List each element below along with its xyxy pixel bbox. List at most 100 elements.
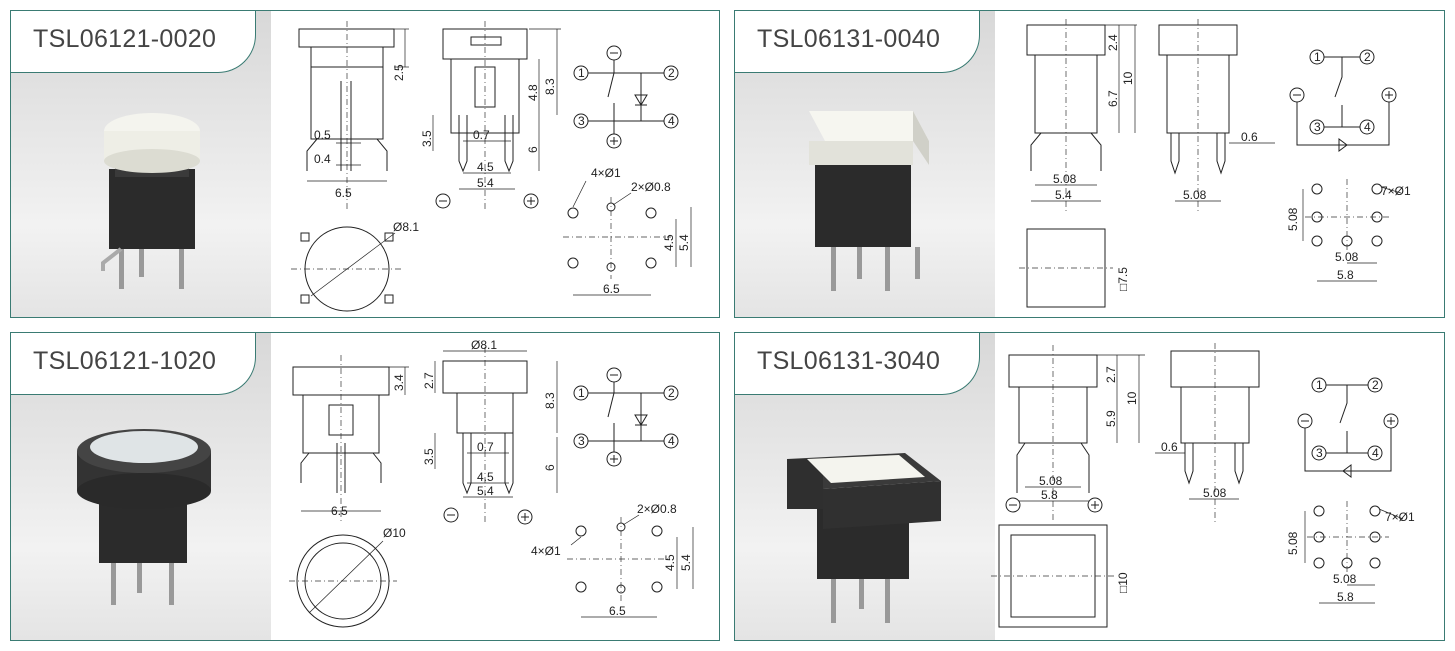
- part-number: TSL06121-0020: [33, 25, 217, 53]
- dim-pcb-h1: 5.08: [1333, 572, 1357, 586]
- dim-side-pitch: 5.08: [1203, 486, 1227, 500]
- dim-holes-a: 4×Ø1: [591, 166, 621, 180]
- pin-1-label: 1: [1316, 378, 1323, 392]
- pin-1-label: 1: [578, 386, 585, 400]
- dim-pitch-a: 5.08: [1053, 172, 1077, 186]
- pin-3-label: 3: [578, 434, 585, 448]
- pin-4-label: 4: [668, 434, 675, 448]
- circuit-schematic: 1 2 3 4: [573, 45, 679, 149]
- dim-pcb-w: 6.5: [609, 604, 626, 618]
- part-number: TSL06121-1020: [33, 347, 217, 375]
- panel-tsl06121-0020: TSL06121-0020 2.5 0.5 0.4 6.5 Ø8.1: [10, 10, 720, 318]
- dim-holes-b: 2×Ø0.8: [631, 180, 671, 194]
- switch-illustration: [809, 111, 929, 291]
- dim-ring-h: 2.7: [422, 372, 436, 389]
- pcb-layout: 7×Ø1 5.08 5.08 5.8: [1286, 501, 1415, 604]
- panel-tsl06131-0040: TSL06131-0040 2.4 10 6.7 5.08 5.4 0.6 5.…: [734, 10, 1445, 318]
- dim-pitch-b: 5.8: [1041, 488, 1058, 502]
- dim-cap-d-top: Ø8.1: [471, 338, 497, 352]
- technical-drawing: 2.4 10 6.7 5.08 5.4 0.6 5.08 □7.5 1 2 3 …: [1019, 19, 1411, 308]
- pin-1-label: 1: [1314, 50, 1321, 64]
- pcb-layout: 7×Ø1 5.08 5.08 5.8: [1286, 179, 1411, 282]
- dim-pin-t: 0.7: [473, 128, 490, 142]
- dim-pin-len: 6: [543, 464, 557, 471]
- dim-pcb-w: 6.5: [603, 282, 620, 296]
- dim-pitch-b: 5.4: [477, 484, 494, 498]
- dim-left-h: 3.5: [422, 448, 436, 465]
- switch-illustration: [77, 429, 211, 605]
- technical-drawing: 3.4 6.5 Ø10 Ø8.1 2.7 8.3 3.5 0.7 6 4.5 5…: [289, 338, 694, 628]
- pin-3-label: 3: [1314, 120, 1321, 134]
- dim-total-h: 10: [1125, 391, 1139, 405]
- switch-illustration: [101, 113, 200, 289]
- dim-cap-sq: □10: [1116, 572, 1130, 593]
- dim-left-h: 3.5: [420, 130, 434, 147]
- dim-holes: 7×Ø1: [1381, 184, 1411, 198]
- title-tab: TSL06121-1020: [11, 333, 256, 395]
- dim-cap-h: 2.4: [1106, 34, 1120, 51]
- dim-pin-t: 0.6: [1161, 440, 1178, 454]
- title-tab: TSL06131-0040: [735, 11, 980, 73]
- dim-pcb-h2: 5.4: [677, 234, 691, 251]
- pin-4-label: 4: [1364, 120, 1371, 134]
- dim-total-h: 8.3: [543, 392, 557, 409]
- dim-body-w: 6.5: [335, 186, 352, 200]
- dim-pcb-v: 5.08: [1286, 207, 1300, 231]
- pin-4-label: 4: [668, 114, 675, 128]
- dim-cap-sq: □7.5: [1116, 267, 1130, 291]
- dim-body-h: 6.7: [1106, 90, 1120, 107]
- pin-2-label: 2: [668, 386, 675, 400]
- dim-pitch-a: 4.5: [477, 160, 494, 174]
- panel-tsl06121-1020: TSL06121-1020 3.4 6.5 Ø10 Ø8.1 2.7 8.3 3…: [10, 332, 720, 641]
- pin-2-label: 2: [668, 66, 675, 80]
- dim-pcb-v: 5.08: [1286, 531, 1300, 555]
- pcb-layout: 4×Ø1 2×Ø0.8 4.5 5.4 6.5: [531, 502, 694, 618]
- dim-pitch-b: 5.4: [1055, 188, 1072, 202]
- pin-3-label: 3: [578, 114, 585, 128]
- title-tab: TSL06121-0020: [11, 11, 256, 73]
- switch-illustration: [787, 453, 941, 623]
- part-number: TSL06131-0040: [757, 25, 941, 53]
- title-tab: TSL06131-3040: [735, 333, 980, 395]
- pin-1-label: 1: [578, 66, 585, 80]
- dim-body-w: 6.5: [331, 504, 348, 518]
- dim-pcb-h2: 5.8: [1337, 590, 1354, 604]
- dim-body-h: 5.9: [1104, 410, 1118, 427]
- pin-4-label: 4: [1372, 446, 1379, 460]
- dim-holes-b: 2×Ø0.8: [637, 502, 677, 516]
- circuit-schematic: 1 2 3 4: [1297, 377, 1399, 478]
- part-number: TSL06131-3040: [757, 347, 941, 375]
- dim-pin-t: 0.6: [1241, 130, 1258, 144]
- dim-total-h: 8.3: [543, 78, 557, 95]
- dim-pcb-h2: 5.4: [679, 554, 693, 571]
- dim-pin-t: 0.7: [477, 440, 494, 454]
- dim-cap-d: Ø8.1: [393, 220, 419, 234]
- pin-2-label: 2: [1372, 378, 1379, 392]
- panel-tsl06131-3040: TSL06131-3040 2.7 10 5.9 5.08 5.8 0.6 5.…: [734, 332, 1445, 641]
- dim-holes-a: 4×Ø1: [531, 544, 561, 558]
- dim-pin-w1: 0.5: [314, 128, 331, 142]
- dim-pitch-a: 5.08: [1039, 474, 1063, 488]
- dim-pin-w2: 0.4: [314, 152, 331, 166]
- dim-side-pitch: 5.08: [1183, 188, 1207, 202]
- pin-3-label: 3: [1316, 446, 1323, 460]
- dim-total-h: 10: [1121, 71, 1135, 85]
- pin-2-label: 2: [1364, 50, 1371, 64]
- dim-pcb-h1: 5.08: [1335, 250, 1359, 264]
- dim-cap-d: Ø10: [383, 526, 406, 540]
- circuit-schematic: 1 2 3 4: [1289, 49, 1397, 152]
- pcb-layout: 4×Ø1 2×Ø0.8 4.5 5.4 6.5: [563, 166, 692, 296]
- dim-pin-len: 6: [526, 146, 540, 153]
- dim-holes: 7×Ø1: [1385, 510, 1415, 524]
- dim-cap-h: 2.7: [1104, 366, 1118, 383]
- dim-pcb-h1: 4.5: [663, 554, 677, 571]
- dim-cap-h: 3.4: [392, 374, 406, 391]
- circuit-schematic: 1 2 3 4: [573, 367, 679, 467]
- technical-drawing: 2.5 0.5 0.4 6.5 Ø8.1 8.3 4.8 3.5 0.7 6 4…: [291, 21, 692, 312]
- dim-pcb-h1: 4.5: [662, 234, 676, 251]
- dim-pitch-b: 5.4: [477, 176, 494, 190]
- dim-pitch-a: 4.5: [477, 470, 494, 484]
- technical-drawing: 2.7 10 5.9 5.08 5.8 0.6 5.08 □10 1 2 3 4: [991, 343, 1415, 628]
- dim-pcb-h2: 5.8: [1337, 268, 1354, 282]
- dim-upper-h: 4.8: [526, 84, 540, 101]
